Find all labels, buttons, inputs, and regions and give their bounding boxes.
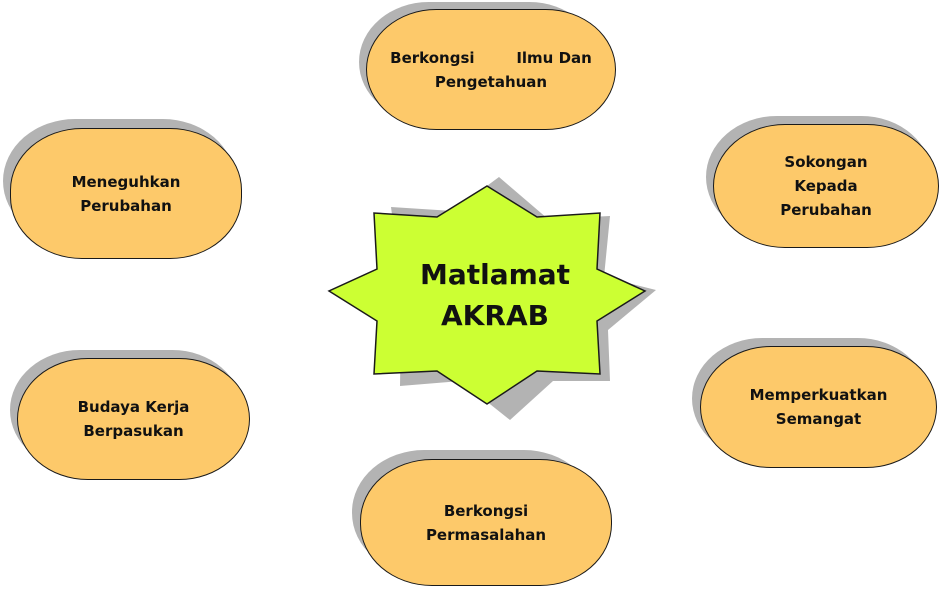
node-left-upper-line1: Meneguhkan bbox=[71, 172, 181, 191]
node-right-upper-line1: Sokongan bbox=[784, 153, 868, 171]
center-title-line1: Matlamat bbox=[419, 258, 571, 291]
node-left-lower-line1: Budaya Kerja bbox=[77, 398, 190, 416]
node-bottom-line1: Berkongsi bbox=[443, 501, 529, 520]
node-right-upper-line3: Perubahan bbox=[780, 201, 872, 219]
central-star-shape bbox=[327, 185, 647, 405]
node-left-lower-line2: Berpasukan bbox=[83, 422, 184, 440]
node-right-lower-line1: Memperkuatkan bbox=[749, 386, 888, 404]
center-title: Matlamat AKRAB bbox=[395, 254, 595, 336]
center-title-line2: AKRAB bbox=[441, 299, 549, 332]
node-top-line1: Berkongsi Ilmu Dan bbox=[390, 48, 592, 67]
node-right-lower-line2: Semangat bbox=[775, 410, 862, 428]
node-bottom-line2: Permasalahan bbox=[425, 525, 547, 544]
node-right-upper-line2: Kepada bbox=[794, 177, 858, 195]
node-top-line2: Pengetahuan bbox=[434, 72, 548, 91]
node-left-upper-line2: Perubahan bbox=[80, 196, 172, 215]
